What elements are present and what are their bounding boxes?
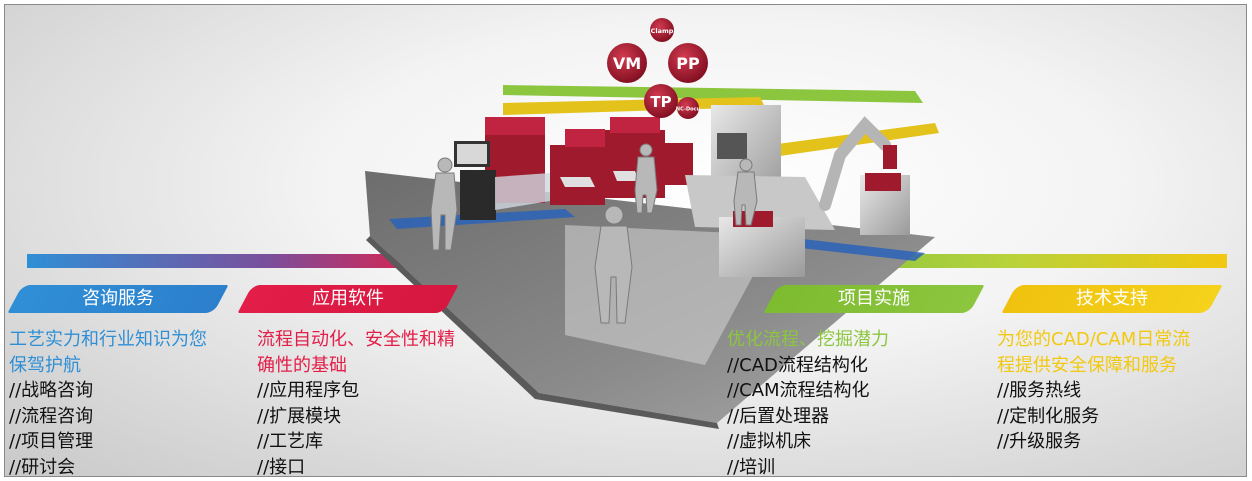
list-item: //服务热线 xyxy=(997,380,1082,401)
consulting-headline-2: 保驾护航 xyxy=(9,354,81,376)
svg-text:NC-Docu: NC-Docu xyxy=(676,107,701,113)
tag-implementation-label: 项目实施 xyxy=(838,288,910,309)
left-workstation xyxy=(454,141,550,220)
tag-support: 技术支持 xyxy=(1001,285,1223,313)
svg-text:PP: PP xyxy=(676,54,700,73)
consulting-headline-1: 工艺实力和行业知识为您 xyxy=(9,329,207,350)
list-item: //培训 xyxy=(727,456,776,477)
tag-consulting: 咨询服务 xyxy=(7,285,229,313)
tag-implementation: 项目实施 xyxy=(763,285,985,313)
software-headline-1: 流程自动化、安全性和精 xyxy=(257,329,455,350)
tag-software: 应用软件 xyxy=(237,285,459,313)
list-item: //接口 xyxy=(257,456,306,477)
factory-scene: VM PP TP Clamp NC-Docu xyxy=(27,18,1227,429)
column-software: 流程自动化、安全性和精 确性的基础 //应用程序包 //扩展模块 //工艺库 /… xyxy=(257,327,455,477)
rail-green-top xyxy=(503,85,923,103)
pp-badge: PP xyxy=(668,43,708,83)
worker-figures xyxy=(430,143,758,324)
list-item: //虚拟机床 xyxy=(727,431,812,452)
list-item: //流程咨询 xyxy=(9,405,94,427)
tag-consulting-label: 咨询服务 xyxy=(82,288,154,309)
vm-badge: VM xyxy=(607,43,647,83)
svg-text:VM: VM xyxy=(613,54,641,73)
column-consulting: 工艺实力和行业知识为您 保驾护航 //战略咨询 //流程咨询 //项目管理 //… xyxy=(9,327,207,477)
list-item: //项目管理 xyxy=(9,431,94,452)
list-item: //后置处理器 xyxy=(727,405,830,427)
svg-text:Clamp: Clamp xyxy=(651,27,674,35)
clamp-badge: Clamp xyxy=(650,18,674,42)
list-item: //战略咨询 xyxy=(9,380,94,401)
tag-support-label: 技术支持 xyxy=(1076,288,1148,309)
list-item: //定制化服务 xyxy=(997,405,1100,427)
list-item: //扩展模块 xyxy=(257,405,342,427)
diagram-frame: VM PP TP Clamp NC-Docu 咨询服务 应用软件 项目实施 技 xyxy=(4,4,1247,477)
column-implementation: 优化流程、挖掘潜力 //CAD流程结构化 //CAM流程结构化 //后置处理器 … xyxy=(727,327,889,477)
tag-software-label: 应用软件 xyxy=(312,288,384,309)
column-support: 为您的CAD/CAM日常流 程提供安全保障和服务 //服务热线 //定制化服务 … xyxy=(997,327,1190,455)
list-item: //研讨会 xyxy=(9,456,76,477)
list-item: //CAD流程结构化 xyxy=(727,354,868,376)
support-headline-2: 程提供安全保障和服务 xyxy=(997,354,1177,376)
floor-stripe-right xyxy=(775,237,925,261)
list-item: //工艺库 xyxy=(257,431,324,452)
rail-yellow-top xyxy=(503,97,765,115)
support-headline-1: 为您的CAD/CAM日常流 xyxy=(997,329,1191,350)
list-item: //应用程序包 xyxy=(257,380,360,401)
svg-text:TP: TP xyxy=(650,93,671,111)
nc-docu-badge: NC-Docu xyxy=(676,97,701,119)
list-item: //CAM流程结构化 xyxy=(727,380,870,401)
tp-badge: TP xyxy=(644,84,678,118)
list-item: //升级服务 xyxy=(997,431,1082,452)
software-headline-2: 确性的基础 xyxy=(257,354,347,376)
implementation-headline-1: 优化流程、挖掘潜力 xyxy=(727,329,889,350)
